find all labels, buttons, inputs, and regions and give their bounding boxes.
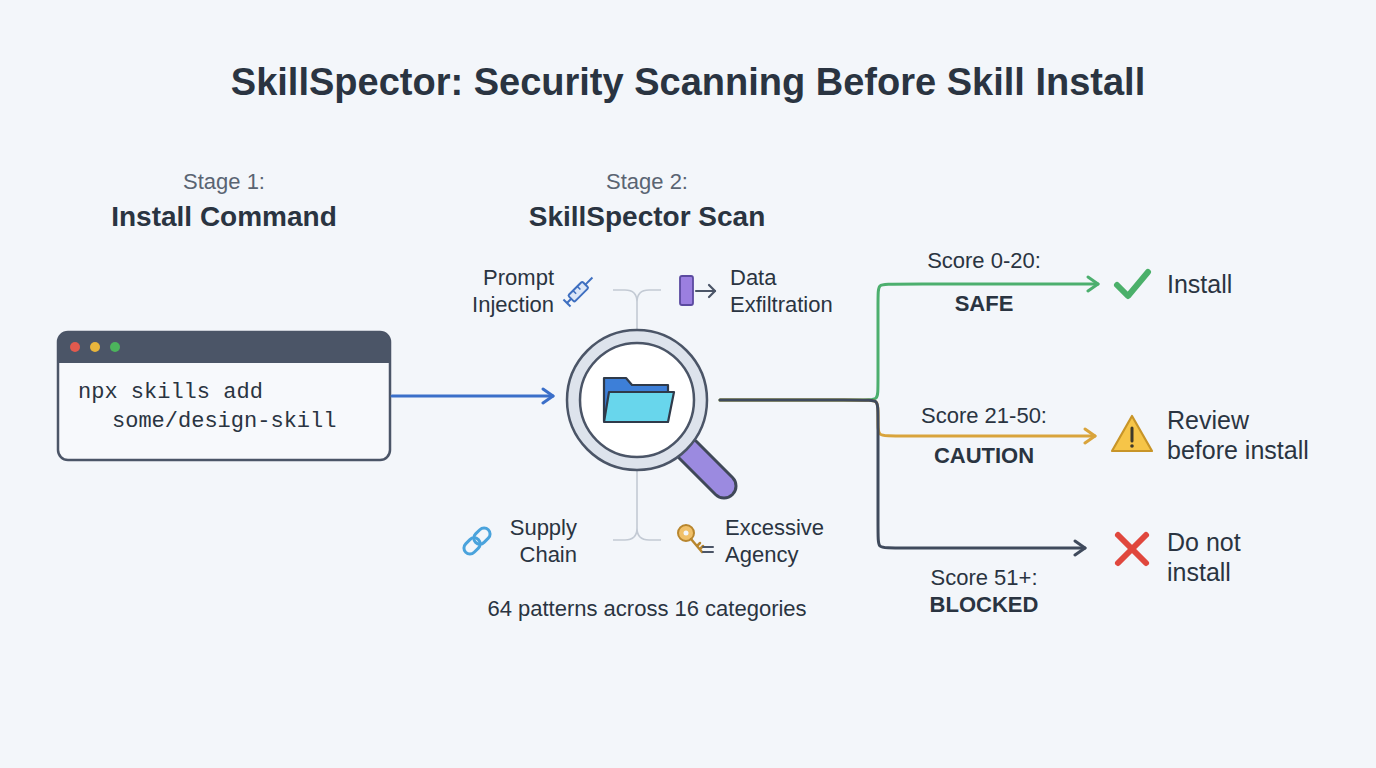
outcome-node: Review before install xyxy=(1108,405,1358,465)
chain-icon xyxy=(461,535,482,556)
pattern-note: 64 patterns across 16 categories xyxy=(487,596,806,622)
scan-bracket xyxy=(613,290,661,330)
cross-icon xyxy=(1118,535,1146,563)
exfiltration-icon xyxy=(696,290,715,292)
terminal-window xyxy=(58,361,390,363)
outcome-label: Do not install xyxy=(1167,527,1277,587)
warning-icon xyxy=(1112,416,1152,451)
score-label: Score 51+: BLOCKED xyxy=(914,564,1054,618)
scanner-lens: Prompt InjectionData ExfiltrationSupply … xyxy=(567,330,707,470)
warning-icon xyxy=(1131,428,1134,441)
scan-bracket xyxy=(613,470,661,540)
category-label: Supply Chain xyxy=(492,514,577,568)
syringe-icon xyxy=(577,286,580,289)
score-label: Score 21-50: CAUTION xyxy=(914,396,1054,476)
exfiltration-icon xyxy=(680,276,693,305)
outcome-node: Install xyxy=(1108,269,1358,299)
terminal-window xyxy=(58,332,390,460)
check-icon xyxy=(1117,272,1148,296)
flow-arrow xyxy=(720,284,1098,400)
key-icon xyxy=(678,525,713,552)
check-icon xyxy=(1117,272,1148,296)
score-label: Score 0-20: SAFE xyxy=(914,239,1054,325)
terminal-window xyxy=(58,350,390,362)
stage-heading: Install Command xyxy=(111,201,337,233)
folder-icon xyxy=(604,378,674,422)
chain-icon xyxy=(461,525,492,556)
syringe-icon xyxy=(563,274,596,307)
exfiltration-icon xyxy=(709,285,715,297)
folder-icon xyxy=(604,392,674,422)
terminal-window xyxy=(58,332,390,362)
stage-number: Stage 2: xyxy=(606,169,688,195)
cross-icon xyxy=(1118,535,1146,563)
magnifier-icon xyxy=(567,330,707,470)
key-icon xyxy=(684,531,689,536)
stage-heading: SkillSpector Scan xyxy=(529,201,766,233)
syringe-icon xyxy=(563,299,570,306)
terminal-window: npx skills add some/design-skill xyxy=(58,332,390,460)
category-label: Excessive Agency xyxy=(725,514,835,568)
category-label: Data Exfiltration xyxy=(730,264,855,318)
category-label: Prompt Injection xyxy=(454,264,554,318)
magnifier-icon xyxy=(688,450,724,486)
flow-arrow xyxy=(392,395,553,398)
chain-icon xyxy=(471,525,492,546)
warning-icon xyxy=(1130,444,1134,448)
outcome-node: Do not install xyxy=(1108,527,1358,587)
terminal-window xyxy=(110,342,120,352)
cross-icon xyxy=(1118,535,1146,563)
terminal-window xyxy=(58,332,390,460)
key-icon xyxy=(703,546,713,548)
outcome-label: Install xyxy=(1167,269,1317,299)
syringe-icon xyxy=(585,278,592,285)
outcome-label: Review before install xyxy=(1167,405,1317,465)
magnifier-icon xyxy=(567,330,724,486)
syringe-icon xyxy=(573,291,576,294)
warning-icon xyxy=(1112,416,1152,451)
exfiltration-icon xyxy=(680,276,715,305)
stage-number: Stage 1: xyxy=(183,169,265,195)
terminal-window xyxy=(90,342,100,352)
magnifier-icon xyxy=(580,343,694,457)
terminal-window xyxy=(70,342,80,352)
magnifier-icon xyxy=(688,450,724,486)
command-text: npx skills add some/design-skill xyxy=(78,378,340,436)
key-icon xyxy=(691,539,703,552)
diagram-title: SkillSpector: Security Scanning Before S… xyxy=(231,61,1145,104)
key-icon xyxy=(703,551,713,553)
